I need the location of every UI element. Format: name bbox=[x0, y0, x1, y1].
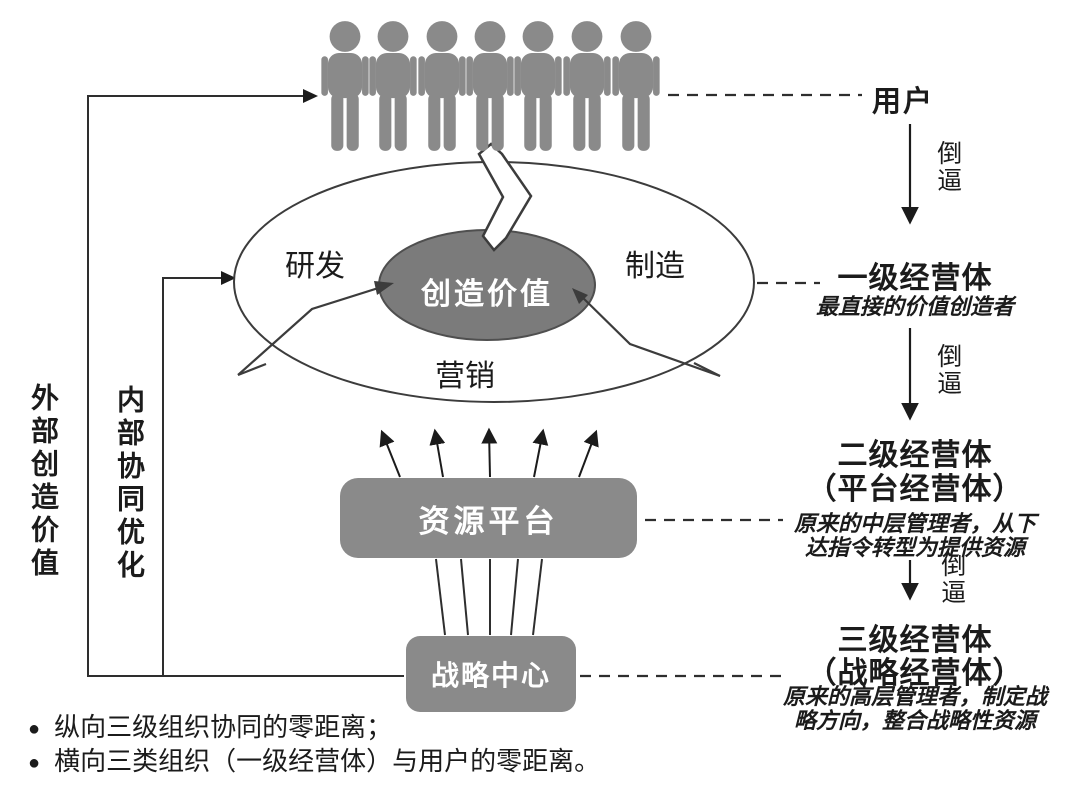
level2-title-2: （平台经营体） bbox=[806, 473, 1024, 506]
inner-loop-label: 内部协同优化 bbox=[113, 385, 144, 583]
person-icon bbox=[321, 21, 369, 151]
force-label-3: 倒逼 bbox=[937, 552, 965, 606]
level2-desc-1: 原来的中层管理者，从下 bbox=[793, 511, 1036, 536]
users-label: 用户 bbox=[872, 86, 935, 118]
level1-desc: 最直接的价值创造者 bbox=[815, 294, 1014, 319]
outer-feedback-loop-line bbox=[87, 89, 404, 677]
lightning-arrow-left bbox=[237, 281, 394, 377]
level1-title: 一级经营体 bbox=[837, 262, 993, 295]
resource-platform-label: 资源平台 bbox=[418, 503, 559, 539]
level3-desc-1: 原来的高层管理者，制定战 bbox=[782, 684, 1047, 709]
strategy-center-box: 战略中心 bbox=[406, 636, 576, 712]
level3-title-2: （战略经营体） bbox=[806, 657, 1024, 690]
lightning-arrow-right bbox=[572, 288, 721, 378]
level3-title: 三级经营体 bbox=[837, 624, 993, 657]
person-icon bbox=[612, 21, 660, 151]
force-label-1: 倒逼 bbox=[933, 140, 961, 194]
dashed-connectors bbox=[580, 93, 862, 678]
strategy-support-lines bbox=[435, 558, 543, 636]
person-icon bbox=[563, 21, 611, 151]
person-icon bbox=[418, 21, 466, 151]
rnd-label: 研发 bbox=[285, 250, 345, 283]
marketing-label: 营销 bbox=[435, 360, 495, 393]
list-item: ● 横向三类组织（一级经营体）与用户的零距离。 bbox=[28, 746, 600, 778]
list-item: ● 纵向三级组织协同的零距离； bbox=[28, 712, 600, 744]
inner-feedback-loop-line bbox=[162, 271, 236, 676]
outer-loop-label: 外部创造价值 bbox=[27, 383, 58, 581]
lightning-arrow-top bbox=[477, 142, 533, 252]
bullet-dot-icon: ● bbox=[28, 751, 41, 774]
users-people-icons bbox=[321, 21, 660, 151]
resource-platform-box: 资源平台 bbox=[340, 478, 637, 558]
strategy-center-label: 战略中心 bbox=[430, 661, 551, 692]
note-text-2: 横向三类组织（一级经营体）与用户的零距离。 bbox=[54, 746, 601, 776]
level2-desc-2: 达指令转型为提供资源 bbox=[804, 535, 1025, 560]
person-icon bbox=[369, 21, 417, 151]
level2-title: 二级经营体 bbox=[837, 439, 993, 472]
manufacturing-label: 制造 bbox=[625, 250, 685, 283]
resource-support-arrows bbox=[379, 427, 599, 478]
bullet-dot-icon: ● bbox=[28, 718, 41, 740]
person-icon bbox=[514, 21, 562, 151]
level3-desc-2: 略方向，整合战略性资源 bbox=[793, 708, 1036, 733]
person-icon bbox=[466, 21, 514, 151]
notes-list: ● 纵向三级组织协同的零距离； ● 横向三类组织（一级经营体）与用户的零距离。 bbox=[28, 712, 600, 779]
core-value-label: 创造价值 bbox=[421, 278, 553, 311]
force-label-2: 倒逼 bbox=[933, 343, 961, 397]
note-text-1: 纵向三级组织协同的零距离； bbox=[54, 713, 393, 742]
